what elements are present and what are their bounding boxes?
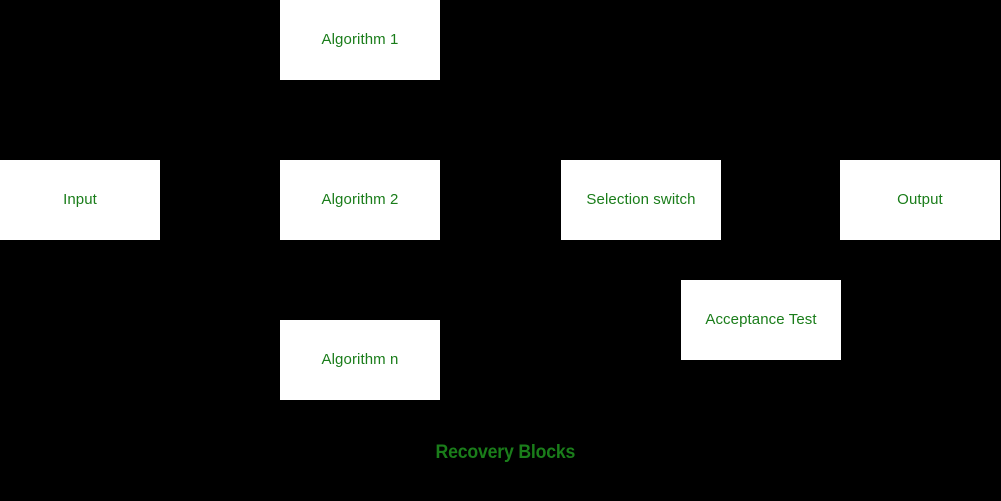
node-label-input: Input bbox=[63, 191, 97, 208]
node-algorithm-1[interactable]: Algorithm 1 bbox=[280, 0, 440, 80]
node-label-algorithm-1: Algorithm 1 bbox=[321, 31, 399, 48]
node-acceptance-test[interactable]: Acceptance Test bbox=[681, 280, 841, 360]
node-label-acceptance-test: Acceptance Test bbox=[705, 311, 817, 328]
node-selection-switch[interactable]: Selection switch bbox=[561, 160, 721, 240]
node-label-algorithm-2: Algorithm 2 bbox=[321, 191, 399, 208]
node-label-selection-switch: Selection switch bbox=[586, 191, 696, 208]
node-label-output: Output bbox=[897, 191, 943, 208]
node-algorithm-n[interactable]: Algorithm n bbox=[280, 320, 440, 400]
node-output[interactable]: Output bbox=[840, 160, 1000, 240]
node-algorithm-2[interactable]: Algorithm 2 bbox=[280, 160, 440, 240]
node-label-algorithm-n: Algorithm n bbox=[321, 351, 399, 368]
node-input[interactable]: Input bbox=[0, 160, 160, 240]
diagram-caption: Recovery Blocks bbox=[435, 442, 576, 463]
